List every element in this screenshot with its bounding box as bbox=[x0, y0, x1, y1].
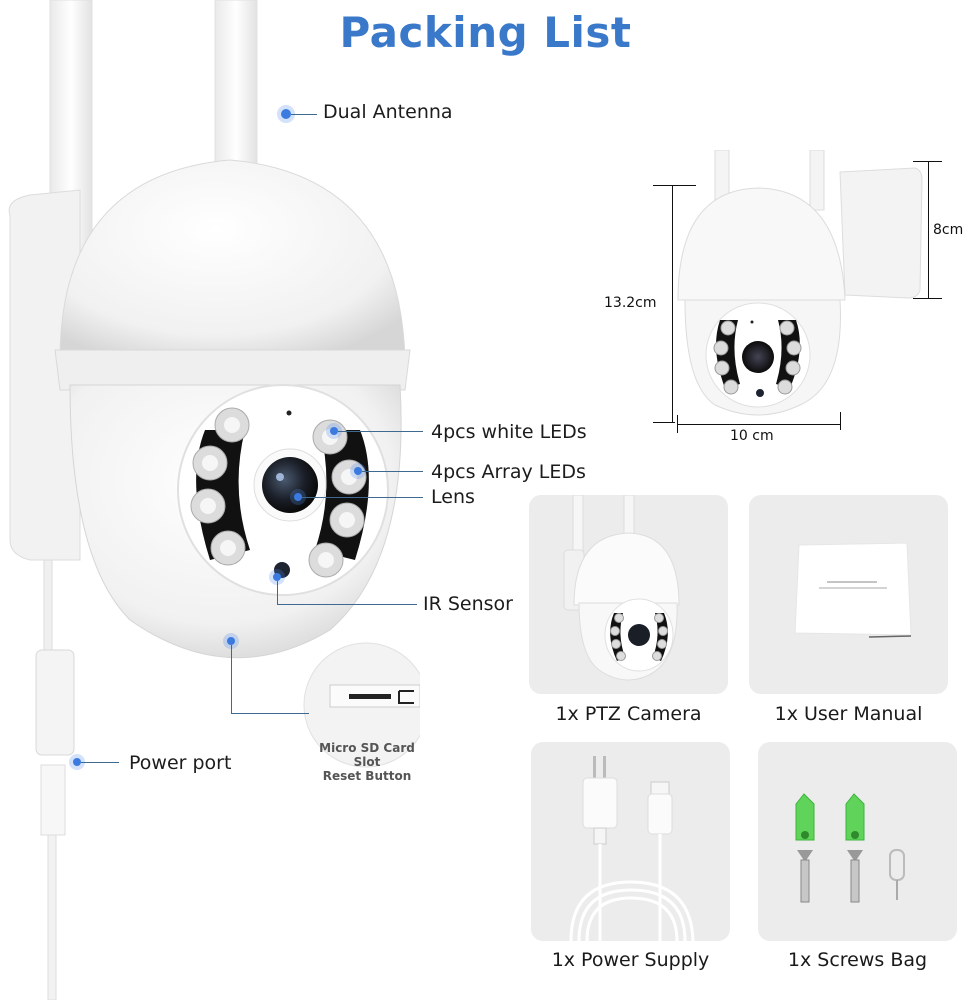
ir-sensor-leader-vertical bbox=[277, 581, 278, 605]
ptz-camera-icon bbox=[563, 495, 680, 681]
sd-slot-marker-dot bbox=[227, 637, 235, 645]
power-port-leader-line bbox=[81, 762, 119, 763]
white-leds-label: 4pcs white LEDs bbox=[431, 421, 587, 443]
lens-marker-dot bbox=[294, 493, 302, 501]
package-item-user-manual-label: 1x User Manual bbox=[774, 703, 923, 725]
depth-dimension-line bbox=[928, 161, 929, 299]
page-title: Packing List bbox=[339, 8, 632, 57]
ir-sensor-label: IR Sensor bbox=[423, 593, 513, 615]
package-item-ptz-camera-card bbox=[529, 495, 728, 694]
dual-antenna-leader-line bbox=[291, 114, 317, 115]
package-item-screws-bag-label: 1x Screws Bag bbox=[787, 949, 928, 971]
power-port-label: Power port bbox=[129, 752, 232, 774]
height-dimension-line bbox=[672, 185, 673, 423]
height-dimension-top-tick bbox=[653, 185, 696, 186]
lens-leader-line bbox=[302, 497, 423, 498]
height-dimension-bottom-tick bbox=[653, 422, 675, 423]
array-leds-leader-line bbox=[362, 471, 423, 472]
width-dimension-label: 10 cm bbox=[730, 428, 774, 444]
package-item-screws-bag-card bbox=[758, 742, 957, 941]
dual-antenna-marker-dot bbox=[281, 109, 291, 119]
height-dimension-label: 13.2cm bbox=[604, 295, 657, 311]
screws-bag-icon bbox=[795, 793, 905, 903]
reset-button-label: Reset Button bbox=[322, 769, 412, 783]
power-port-marker-dot bbox=[73, 758, 81, 766]
ir-sensor-leader-horizontal bbox=[277, 604, 417, 605]
sd-slot-leader-horizontal bbox=[231, 713, 309, 714]
white-leds-leader-line bbox=[338, 431, 423, 432]
camera-icon bbox=[8, 0, 429, 1001]
array-leds-label: 4pcs Array LEDs bbox=[431, 461, 586, 483]
main-camera-illustration bbox=[0, 0, 429, 1001]
array-leds-marker-dot bbox=[354, 467, 362, 475]
depth-dimension-label: 8cm bbox=[933, 222, 964, 238]
sd-slot-inset-caption: Micro SD Card Slot Reset Button bbox=[308, 741, 426, 783]
package-item-user-manual-card bbox=[749, 495, 948, 694]
dimension-camera-illustration bbox=[640, 149, 940, 430]
width-dimension-left-tick bbox=[677, 415, 678, 433]
user-manual-icon bbox=[794, 542, 912, 638]
dual-antenna-label: Dual Antenna bbox=[323, 101, 453, 123]
power-supply-icon bbox=[569, 756, 695, 941]
package-item-power-supply-card bbox=[531, 742, 730, 941]
package-item-ptz-camera-label: 1x PTZ Camera bbox=[555, 703, 702, 725]
ir-sensor-marker-dot bbox=[273, 573, 281, 581]
sd-card-slot-label: Micro SD Card Slot bbox=[319, 741, 415, 769]
white-leds-marker-dot bbox=[330, 427, 338, 435]
width-dimension-line bbox=[677, 424, 841, 425]
depth-dimension-top-tick bbox=[913, 161, 942, 162]
camera-dimensions-icon bbox=[677, 149, 923, 416]
sd-slot-leader-vertical bbox=[231, 645, 232, 714]
depth-dimension-bottom-tick bbox=[913, 298, 942, 299]
lens-label: Lens bbox=[431, 486, 475, 508]
width-dimension-right-tick bbox=[840, 412, 841, 430]
package-item-power-supply-label: 1x Power Supply bbox=[551, 949, 710, 971]
